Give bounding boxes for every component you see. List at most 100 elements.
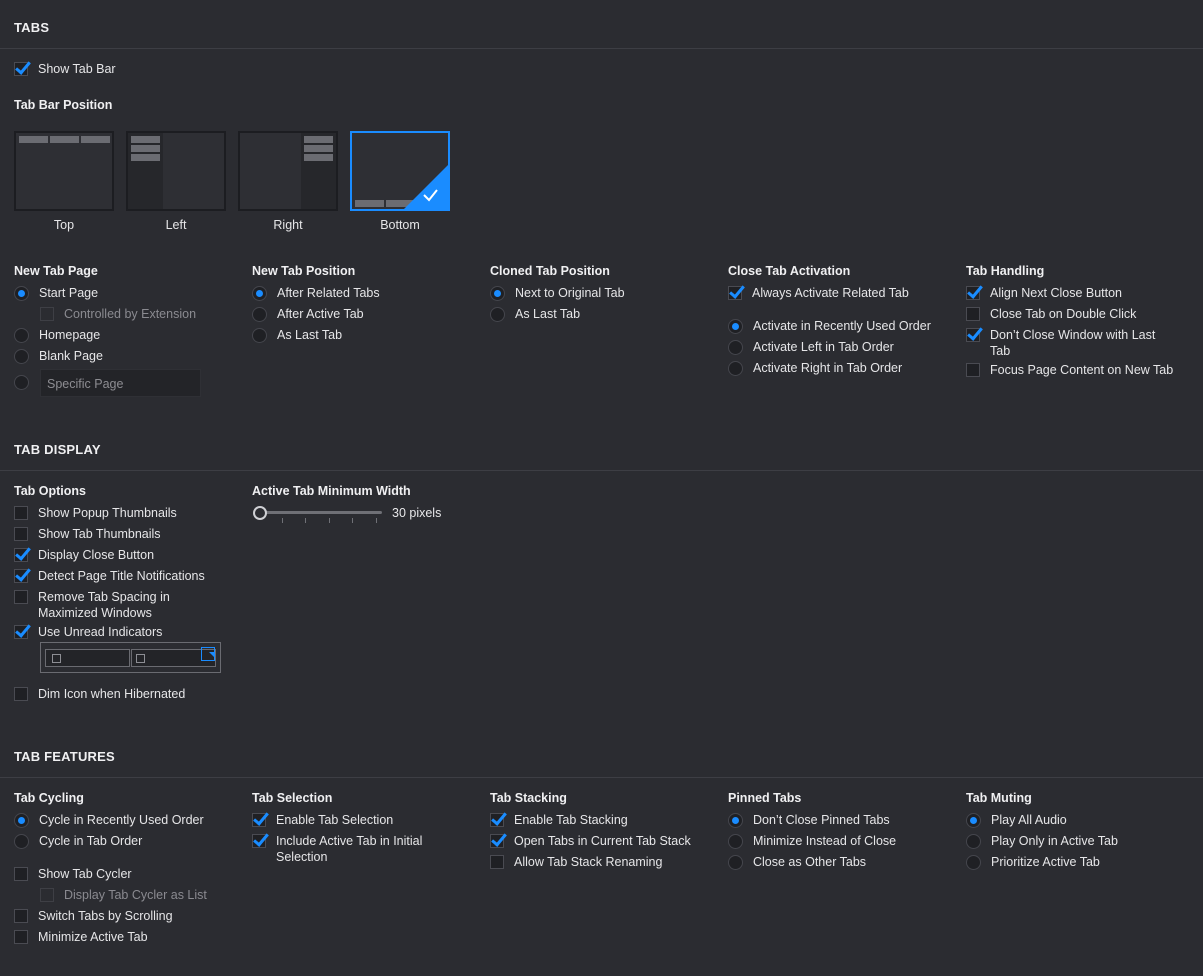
as-last-tab-radio[interactable]: As Last Tab xyxy=(252,327,342,343)
radio-button[interactable] xyxy=(728,319,743,334)
new-tab-homepage-radio[interactable]: Homepage xyxy=(14,327,100,343)
checkbox-box[interactable] xyxy=(966,328,980,342)
checkbox-box[interactable] xyxy=(40,888,54,902)
after-related-tabs-radio[interactable]: After Related Tabs xyxy=(252,285,380,301)
checkbox-label: Enable Tab Selection xyxy=(276,813,394,827)
next-to-original-tab-radio[interactable]: Next to Original Tab xyxy=(490,285,625,301)
close-as-other-tabs-radio[interactable]: Close as Other Tabs xyxy=(728,854,866,870)
enable-tab-stacking-checkbox[interactable]: Enable Tab Stacking xyxy=(490,812,628,828)
show-popup-thumbnails-checkbox[interactable]: Show Popup Thumbnails xyxy=(14,505,177,521)
use-unread-indicators-checkbox[interactable]: Use Unread Indicators xyxy=(14,624,162,640)
radio-button[interactable] xyxy=(252,307,267,322)
checkbox-box[interactable] xyxy=(14,930,28,944)
radio-button[interactable] xyxy=(490,286,505,301)
radio-button[interactable] xyxy=(966,855,981,870)
checkbox-box[interactable] xyxy=(252,813,266,827)
include-active-tab-checkbox[interactable]: Include Active Tab in Initial Selection xyxy=(252,833,472,865)
new-tab-specific-page-radio[interactable] xyxy=(14,374,29,390)
radio-button[interactable] xyxy=(14,834,29,849)
play-all-audio-radio[interactable]: Play All Audio xyxy=(966,812,1067,828)
new-tab-start-page-radio[interactable]: Start Page xyxy=(14,285,98,301)
focus-page-content-checkbox[interactable]: Focus Page Content on New Tab xyxy=(966,362,1173,378)
checkbox-box[interactable] xyxy=(966,286,980,300)
display-cycler-as-list-checkbox[interactable]: Display Tab Cycler as List xyxy=(40,887,207,903)
tab-position-bottom-option[interactable] xyxy=(350,131,450,211)
checkbox-box[interactable] xyxy=(14,687,28,701)
radio-button[interactable] xyxy=(728,834,743,849)
cycle-recently-used-radio[interactable]: Cycle in Recently Used Order xyxy=(14,812,204,828)
radio-button[interactable] xyxy=(728,361,743,376)
width-slider-track[interactable] xyxy=(256,511,382,514)
align-next-close-button-checkbox[interactable]: Align Next Close Button xyxy=(966,285,1122,301)
radio-button[interactable] xyxy=(14,375,29,390)
detect-title-notifications-checkbox[interactable]: Detect Page Title Notifications xyxy=(14,568,205,584)
always-activate-related-checkbox[interactable]: Always Activate Related Tab xyxy=(728,285,909,301)
radio-button[interactable] xyxy=(252,286,267,301)
radio-button[interactable] xyxy=(728,340,743,355)
radio-button[interactable] xyxy=(728,855,743,870)
play-only-active-radio[interactable]: Play Only in Active Tab xyxy=(966,833,1118,849)
checkbox-box[interactable] xyxy=(14,909,28,923)
radio-button[interactable] xyxy=(14,328,29,343)
new-tab-blank-page-radio[interactable]: Blank Page xyxy=(14,348,103,364)
minimize-instead-radio[interactable]: Minimize Instead of Close xyxy=(728,833,896,849)
checkbox-box[interactable] xyxy=(966,307,980,321)
dim-icon-hibernated-checkbox[interactable]: Dim Icon when Hibernated xyxy=(14,686,185,702)
checkbox-box[interactable] xyxy=(252,834,266,848)
checkbox-label: Allow Tab Stack Renaming xyxy=(514,855,663,869)
specific-page-input[interactable]: Specific Page xyxy=(40,369,201,397)
checkbox-box[interactable] xyxy=(14,506,28,520)
show-tab-cycler-checkbox[interactable]: Show Tab Cycler xyxy=(14,866,132,882)
minimize-active-tab-checkbox[interactable]: Minimize Active Tab xyxy=(14,929,148,945)
cloned-tab-position-heading: Cloned Tab Position xyxy=(490,264,610,278)
after-active-tab-radio[interactable]: After Active Tab xyxy=(252,306,364,322)
dont-close-pinned-radio[interactable]: Don’t Close Pinned Tabs xyxy=(728,812,890,828)
checkbox-box[interactable] xyxy=(14,527,28,541)
show-tab-thumbnails-checkbox[interactable]: Show Tab Thumbnails xyxy=(14,526,161,542)
radio-button[interactable] xyxy=(14,286,29,301)
checkbox-box[interactable] xyxy=(490,855,504,869)
dont-close-window-checkbox[interactable]: Don’t Close Window with Last Tab xyxy=(966,327,1186,359)
radio-button[interactable] xyxy=(966,834,981,849)
checkbox-box[interactable] xyxy=(490,834,504,848)
checkbox-label: Remove Tab Spacing in Maximized Windows xyxy=(38,590,170,620)
tab-position-right-option[interactable] xyxy=(238,131,338,211)
radio-label: Activate Left in Tab Order xyxy=(753,340,894,354)
radio-button[interactable] xyxy=(728,813,743,828)
display-close-button-checkbox[interactable]: Display Close Button xyxy=(14,547,154,563)
width-slider-handle[interactable] xyxy=(253,506,267,520)
activate-recently-used-radio[interactable]: Activate in Recently Used Order xyxy=(728,318,931,334)
checkbox-box[interactable] xyxy=(14,625,28,639)
open-in-current-stack-checkbox[interactable]: Open Tabs in Current Tab Stack xyxy=(490,833,691,849)
checkbox-box[interactable] xyxy=(14,569,28,583)
enable-tab-selection-checkbox[interactable]: Enable Tab Selection xyxy=(252,812,393,828)
controlled-by-extension-checkbox[interactable]: Controlled by Extension xyxy=(40,306,196,322)
activate-left-radio[interactable]: Activate Left in Tab Order xyxy=(728,339,894,355)
checkbox-box[interactable] xyxy=(14,590,28,604)
checkbox-box[interactable] xyxy=(14,62,28,76)
switch-tabs-scrolling-checkbox[interactable]: Switch Tabs by Scrolling xyxy=(14,908,173,924)
allow-stack-renaming-checkbox[interactable]: Allow Tab Stack Renaming xyxy=(490,854,662,870)
checkbox-box[interactable] xyxy=(728,286,742,300)
tab-position-bottom-label: Bottom xyxy=(380,218,420,232)
radio-button[interactable] xyxy=(14,349,29,364)
show-tab-bar-checkbox[interactable]: Show Tab Bar xyxy=(14,61,116,77)
checkbox-box[interactable] xyxy=(966,363,980,377)
remove-tab-spacing-checkbox[interactable]: Remove Tab Spacing in Maximized Windows xyxy=(14,589,224,621)
tab-position-left-option[interactable] xyxy=(126,131,226,211)
radio-button[interactable] xyxy=(490,307,505,322)
radio-button[interactable] xyxy=(14,813,29,828)
checkbox-box[interactable] xyxy=(14,548,28,562)
checkbox-box[interactable] xyxy=(490,813,504,827)
close-tab-double-click-checkbox[interactable]: Close Tab on Double Click xyxy=(966,306,1136,322)
checkbox-box[interactable] xyxy=(40,307,54,321)
cloned-as-last-tab-radio[interactable]: As Last Tab xyxy=(490,306,580,322)
cycle-tab-order-radio[interactable]: Cycle in Tab Order xyxy=(14,833,142,849)
prioritize-active-radio[interactable]: Prioritize Active Tab xyxy=(966,854,1100,870)
radio-button[interactable] xyxy=(252,328,267,343)
checkbox-box[interactable] xyxy=(14,867,28,881)
activate-right-radio[interactable]: Activate Right in Tab Order xyxy=(728,360,902,376)
radio-button[interactable] xyxy=(966,813,981,828)
checkbox-label: Show Popup Thumbnails xyxy=(38,506,177,520)
tab-position-top-option[interactable] xyxy=(14,131,114,211)
